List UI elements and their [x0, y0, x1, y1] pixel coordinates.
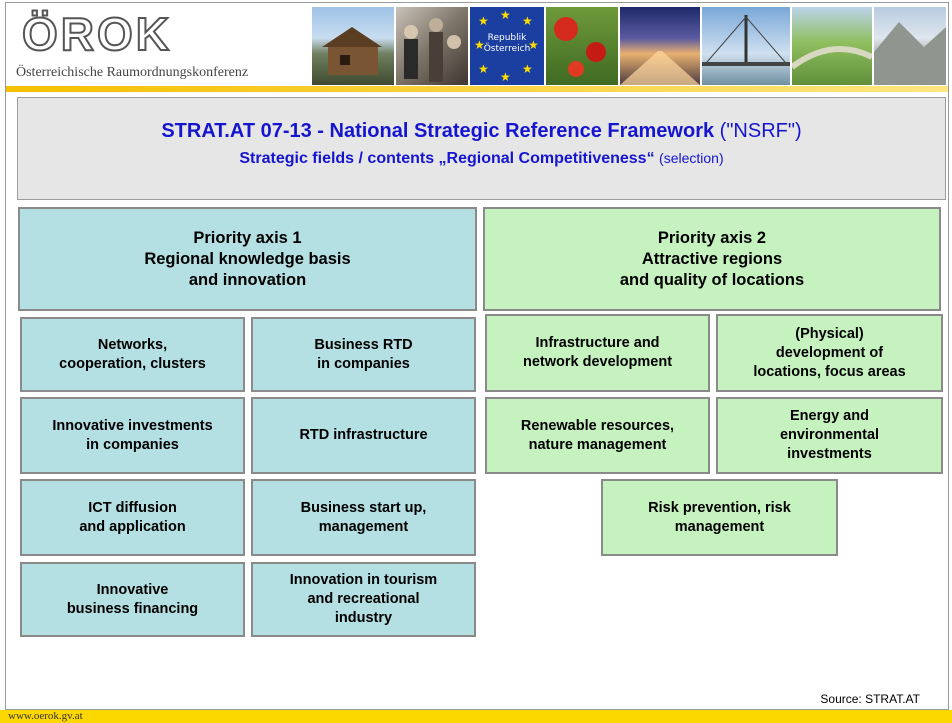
axis1-item: Networks, cooperation, clusters: [20, 317, 245, 392]
priority-axis-1: Priority axis 1 Regional knowledge basis…: [18, 207, 477, 311]
header-divider: [6, 86, 948, 92]
logo-subtitle: Österreichische Raumordnungskonferenz: [16, 65, 249, 80]
axis2-item: Risk prevention, risk management: [601, 479, 838, 556]
svg-text:★: ★: [528, 38, 539, 52]
axis1-item: Innovation in tourism and recreational i…: [251, 562, 476, 637]
svg-text:★: ★: [474, 38, 485, 52]
axis1-item: RTD infrastructure: [251, 397, 476, 474]
svg-text:★: ★: [522, 14, 533, 28]
header-banner: ÖROK Österreichische Raumordnungskonfere…: [6, 3, 948, 85]
svg-text:★: ★: [500, 70, 511, 84]
axis1-item: Innovative business financing: [20, 562, 245, 637]
photo-poppies: [546, 7, 618, 85]
priority-axis-2: Priority axis 2 Attractive regions and q…: [483, 207, 941, 311]
photo-highway-night: [620, 7, 700, 85]
footer-url[interactable]: www.oerok.gv.at: [8, 710, 83, 722]
title-box: STRAT.AT 07-13 - National Strategic Refe…: [17, 97, 946, 200]
footer-bar: www.oerok.gv.at: [0, 710, 952, 723]
title-abbrev: ("NSRF"): [719, 120, 802, 142]
photo-mountain-town: [874, 7, 946, 85]
svg-text:★: ★: [522, 62, 533, 76]
axis2-item: (Physical) development of locations, foc…: [716, 314, 943, 392]
axis1-item: ICT diffusion and application: [20, 479, 245, 556]
slide-title: STRAT.AT 07-13 - National Strategic Refe…: [18, 120, 945, 143]
slide-frame: [5, 2, 949, 710]
axis2-item: Energy and environmental investments: [716, 397, 943, 474]
subtitle-main: Strategic fields / contents „Regional Co…: [239, 150, 655, 167]
photo-crowd: [396, 7, 468, 85]
svg-text:★: ★: [478, 62, 489, 76]
axis1-item: Business RTD in companies: [251, 317, 476, 392]
flag-label: Republik Österreich: [483, 33, 531, 54]
svg-text:★: ★: [478, 14, 489, 28]
photo-bridge: [702, 7, 790, 85]
svg-text:★: ★: [500, 8, 511, 22]
eu-flag-austria: ★ ★ ★ ★ ★ ★ ★ ★ Republik Österreich: [470, 7, 544, 85]
axis2-item: Renewable resources, nature management: [485, 397, 710, 474]
photo-alpine-hut: [312, 7, 394, 85]
slide-subtitle: Strategic fields / contents „Regional Co…: [18, 150, 945, 168]
axis1-item: Innovative investments in companies: [20, 397, 245, 474]
title-main: STRAT.AT 07-13 - National Strategic Refe…: [161, 120, 715, 142]
axis2-item: Infrastructure and network development: [485, 314, 710, 392]
oerok-logo: ÖROK: [21, 8, 172, 60]
source-note: Source: STRAT.AT: [820, 692, 920, 706]
photo-cyclists: [792, 7, 872, 85]
subtitle-note: (selection): [659, 150, 724, 166]
axis1-item: Business start up, management: [251, 479, 476, 556]
